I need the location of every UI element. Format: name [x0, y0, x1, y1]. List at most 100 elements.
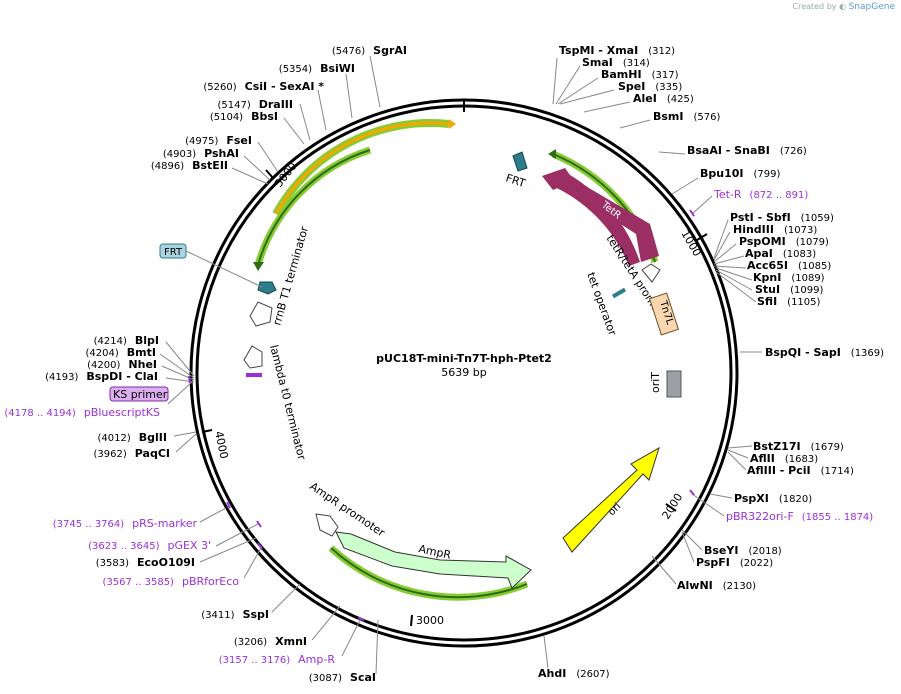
site-left-15[interactable]: (3411)SspI: [201, 608, 269, 621]
leader-smai: [555, 65, 581, 105]
site-right-16[interactable]: BspQI - SapI(1369): [765, 346, 884, 359]
site-left-2[interactable]: (5260)CsiI - SexAI *: [203, 80, 324, 93]
hph-arc-core: [274, 121, 450, 215]
site-left-5[interactable]: (4975)FseI: [185, 134, 252, 147]
ampR-promoter-arrow: [315, 513, 339, 537]
site-right-1[interactable]: SmaI(314): [582, 56, 650, 69]
site-right-8[interactable]: PstI - SbfI(1059): [730, 211, 834, 224]
site-left-11[interactable]: (4193)BspDI - ClaI: [45, 370, 158, 383]
tick-label-4000: 4000: [212, 430, 231, 460]
site-left-10[interactable]: (4200)NheI: [87, 358, 157, 371]
primer-left-prs[interactable]: (3745 .. 3764)pRS-marker: [53, 517, 198, 530]
site-right-10[interactable]: PspOMI(1079): [739, 235, 829, 248]
site-right-3[interactable]: SpeI(335): [618, 80, 682, 93]
site-right-6[interactable]: BsaAI - SnaBI(726): [687, 144, 807, 157]
site-left-12[interactable]: (4012)BglII: [98, 431, 167, 444]
site-right-13[interactable]: KpnI(1089): [753, 271, 825, 284]
site-right-11[interactable]: ApaI(1083): [745, 247, 816, 260]
rrnB-label: rrnB T1 terminator: [270, 224, 311, 326]
leader-ampr-primer: [341, 619, 361, 657]
ori-feature[interactable]: [562, 446, 660, 553]
site-left-17[interactable]: (3087)ScaI: [309, 671, 376, 684]
leader-scai: [375, 619, 379, 675]
primer-mark-pbrforeco: [257, 542, 263, 550]
site-left-7[interactable]: (4896)BstEII: [151, 159, 228, 172]
site-left-13[interactable]: (3962)PaqCI: [94, 447, 171, 460]
site-left-8[interactable]: (4214)BlpI: [94, 334, 159, 347]
site-right-5[interactable]: BsmI(576): [653, 110, 720, 123]
oriT-feature[interactable]: [666, 370, 682, 398]
site-left-6[interactable]: (4903)PshAI: [163, 147, 239, 160]
site-left-4[interactable]: (5104)BbsI: [210, 110, 278, 123]
primer-mark-pbr322: [689, 489, 695, 496]
rrnB-terminator-arrow: [249, 301, 273, 327]
primer-left-pbluescript[interactable]: (4178 .. 4194)pBluescriptKS: [4, 406, 160, 419]
site-left-16[interactable]: (3206)XmnI: [234, 635, 307, 648]
snapgene-logo: Created by ◐ SnapGene: [793, 2, 896, 12]
promoter-arrow-right: [641, 263, 661, 283]
frt-top-arrow: [512, 151, 528, 172]
site-right-23[interactable]: AlwNI(2130): [677, 579, 756, 592]
site-right-14[interactable]: StuI(1099): [755, 283, 823, 296]
primer-mark-pbluescript: [188, 375, 191, 384]
primer-mark-prs: [226, 501, 231, 509]
site-right-20[interactable]: PspXI(1820): [734, 492, 812, 505]
tn7l-feature[interactable]: [648, 292, 680, 336]
site-left-14[interactable]: (3583)EcoO109I: [96, 556, 195, 569]
site-left-3[interactable]: (5147)DraIII: [217, 98, 293, 111]
leader-ahdi: [543, 635, 549, 669]
tick-label-3000: 3000: [416, 614, 444, 627]
frt-top-label: FRT: [504, 171, 527, 190]
site-left-1[interactable]: (5354)BsiWI: [279, 62, 355, 75]
site-right-18[interactable]: AflII(1683): [750, 452, 818, 465]
ks-primer-box[interactable]: [109, 386, 169, 402]
site-right-12[interactable]: Acc65I(1085): [747, 259, 831, 272]
tetR-feature[interactable]: [548, 170, 640, 266]
left-leaders: [159, 55, 381, 675]
site-right-22[interactable]: PspFI(2022): [696, 556, 773, 569]
primer-right-0[interactable]: Tet-R(872 .. 891): [713, 188, 808, 201]
ampR-feature[interactable]: [335, 531, 532, 589]
hph-arrowhead: [449, 119, 456, 129]
site-right-0[interactable]: TspMI - XmaI(312): [559, 44, 675, 57]
leader-tetr: [691, 195, 713, 215]
leader-fsei: [257, 141, 279, 173]
leader-psti-cluster: [713, 219, 757, 303]
leader-xmni: [311, 605, 341, 641]
tick-5000: [265, 169, 274, 179]
site-right-9[interactable]: HindIII(1073): [733, 223, 817, 236]
site-right-17[interactable]: BstZ17I(1679): [753, 440, 844, 453]
site-left-9[interactable]: (4204)BmtI: [86, 346, 156, 359]
site-right-15[interactable]: SfiI(1105): [757, 295, 821, 308]
leader-pbrforeco: [243, 545, 263, 579]
frt-boxed-leader: [185, 250, 263, 288]
brand-text: SnapGene: [848, 2, 895, 12]
tick-4000: [201, 429, 213, 433]
primer-mark-tetr: [689, 209, 695, 217]
site-right-19[interactable]: AflIII - PciI(1714): [747, 464, 854, 477]
primer-left-pbrforeco[interactable]: (3567 .. 3585)pBRforEco: [103, 575, 240, 588]
right-leaders: [543, 57, 762, 669]
site-right-7[interactable]: Bpu10I(799): [700, 167, 780, 180]
leader-blpi: [159, 341, 195, 383]
site-right-24[interactable]: AhdI(2607): [538, 667, 610, 680]
primer-right-1[interactable]: pBR322ori-F(1855 .. 1874): [726, 510, 873, 523]
green-arc-left-core: [257, 149, 371, 266]
lambda-label: lambda t0 terminator: [267, 344, 308, 462]
leader-bamhi: [557, 77, 599, 105]
primer-left-ampr[interactable]: (3157 .. 3176)Amp-R: [219, 653, 336, 666]
site-right-21[interactable]: BseYI(2018): [704, 544, 782, 557]
scale-ticks: [201, 169, 708, 627]
ampR-promoter-label: AmpR promoter: [307, 480, 387, 540]
created-by-text: Created by: [792, 2, 837, 11]
leader-bglii: [173, 431, 197, 453]
leader-spei: [559, 89, 615, 105]
primer-left-pgex[interactable]: (3623 .. 3645)pGEX 3': [88, 539, 211, 552]
leader-prs: [199, 507, 227, 523]
site-right-2[interactable]: BamHI(317): [601, 68, 679, 81]
tetR-body[interactable]: [542, 168, 659, 262]
site-right-4[interactable]: AleI(425): [633, 92, 694, 105]
green-arc-right-head: [548, 149, 556, 159]
site-left-0[interactable]: (5476)SgrAI: [332, 44, 407, 57]
